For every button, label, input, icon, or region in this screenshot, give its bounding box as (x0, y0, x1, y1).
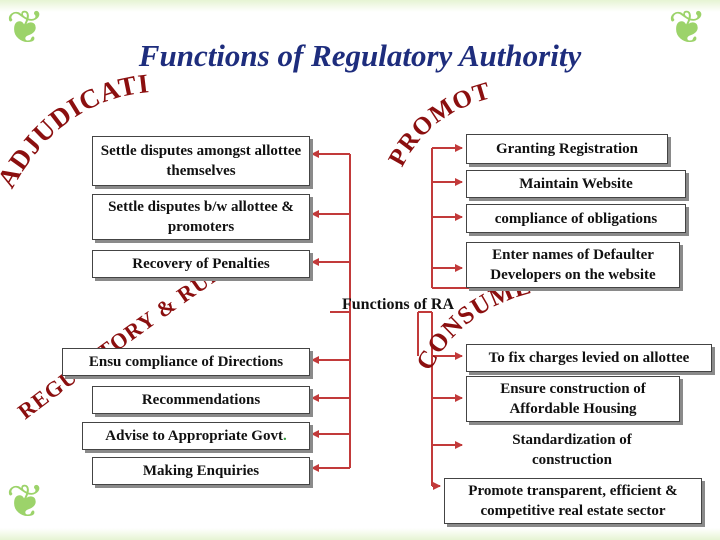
svg-text:CONSUMERS: CONSUMERS (0, 0, 534, 375)
flourish-icon: ❦ (6, 474, 45, 528)
left-box-label: Ensu compliance of Directions (88, 354, 284, 370)
center-label: Functions of RA (342, 296, 455, 313)
left-box-settle-allottees: Settle disputes amongst allottee themsel… (92, 136, 310, 186)
left-box-suffix: . (282, 428, 287, 444)
right-box-label: Ensure construction of Affordable Housin… (500, 381, 646, 417)
right-box-fix-charges: To fix charges levied on allottee (466, 344, 712, 372)
right-box-label: Promote transparent, efficient & competi… (468, 483, 678, 519)
right-box-label: Enter names of Defaulter Developers on t… (490, 247, 656, 283)
right-text-standardization: Standardization of construction (486, 430, 658, 472)
flourish-icon: ❦ (6, 0, 45, 54)
right-box-label: compliance of obligations (494, 210, 658, 227)
left-box-compliance-directions: Ensu compliance of Directions (62, 348, 310, 376)
flourish-icon: ❦ (668, 0, 707, 54)
right-box-defaulter-developers: Enter names of Defaulter Developers on t… (466, 242, 680, 288)
right-box-label: Standardization of construction (512, 432, 632, 468)
left-box-label: Settle disputes b/w allottee & promoters (108, 199, 294, 235)
left-box-label: Making Enquiries (142, 463, 260, 479)
right-box-label: To fix charges levied on allottee (488, 350, 690, 366)
slide-title: Functions of Regulatory Authority (138, 38, 582, 73)
right-box-affordable-housing: Ensure construction of Affordable Housin… (466, 376, 680, 422)
left-box-advise-govt: Advise to Appropriate Govt. (82, 422, 310, 450)
left-box-recovery-penalties: Recovery of Penalties (92, 250, 310, 278)
left-box-recommendations: Recommendations (92, 386, 310, 414)
left-box-label: Recovery of Penalties (132, 256, 270, 272)
left-box-label: Advise to Appropriate Govt (105, 428, 283, 444)
left-box-making-enquiries: Making Enquiries (92, 457, 310, 485)
right-box-compliance-obligations: compliance of obligations (466, 204, 686, 233)
right-box-maintain-website: Maintain Website (466, 170, 686, 198)
right-box-label: Maintain Website (519, 176, 633, 192)
left-box-settle-promoters: Settle disputes b/w allottee & promoters (92, 194, 310, 240)
right-box-granting-registration: Granting Registration (466, 134, 668, 164)
top-border (0, 0, 720, 12)
right-box-promote-transparent: Promote transparent, efficient & competi… (444, 478, 702, 524)
bottom-border (0, 528, 720, 540)
left-box-label: Recommendations (141, 392, 261, 408)
left-box-label: Settle disputes amongst allottee themsel… (100, 143, 302, 179)
right-box-label: Granting Registration (495, 141, 639, 157)
arc-label-consumers: CONSUMERS (0, 0, 534, 375)
